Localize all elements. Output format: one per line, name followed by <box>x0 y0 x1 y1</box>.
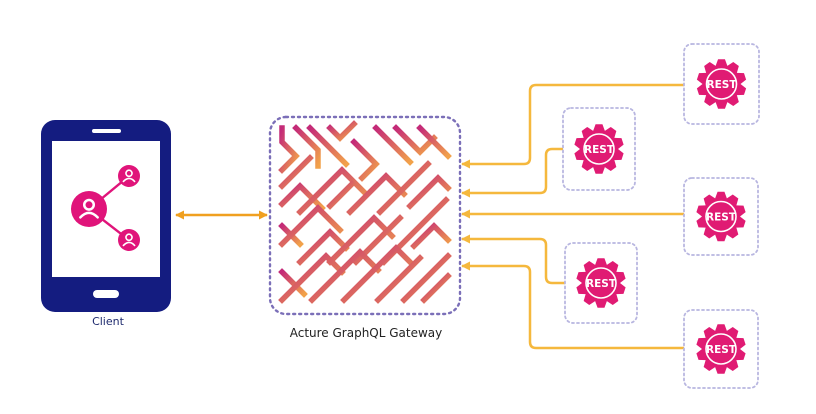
rest-label: REST <box>706 211 737 223</box>
maze-line <box>296 228 350 266</box>
maze-line <box>374 254 424 304</box>
maze-line <box>278 252 346 304</box>
maze-line <box>292 124 321 169</box>
maze-line <box>400 252 452 304</box>
maze-line <box>340 244 416 304</box>
maze-line <box>410 222 452 250</box>
rest-label: REST <box>706 344 737 356</box>
maze-line <box>372 124 414 166</box>
maze-line <box>392 124 438 156</box>
gateway-label: Acture GraphQL Gateway <box>289 326 443 340</box>
connectors <box>461 83 684 350</box>
connector-line <box>461 234 565 285</box>
gear-hub <box>705 68 738 100</box>
rest-service-5: REST <box>683 309 759 389</box>
rest-services: REST REST REST REST REST <box>562 43 760 389</box>
connector-line <box>461 261 684 350</box>
maze-line <box>278 268 308 298</box>
gear-hub <box>583 133 615 165</box>
rest-label: REST <box>707 79 738 91</box>
rest-label: REST <box>586 278 617 290</box>
maze-line <box>346 172 408 216</box>
phone-home-button <box>93 290 119 298</box>
gear-hub <box>585 267 617 299</box>
maze-line <box>308 248 382 304</box>
gateway-border <box>268 115 462 316</box>
maze-line <box>306 124 350 168</box>
maze-line <box>326 120 358 142</box>
connector-line <box>461 147 563 198</box>
rest-service-4: REST <box>564 242 638 324</box>
phone-speaker <box>92 129 121 133</box>
gear-hub <box>705 200 737 233</box>
maze-line <box>406 174 452 210</box>
rest-service-1: REST <box>683 43 760 125</box>
maze-line <box>278 154 314 190</box>
client-label: Client <box>92 315 124 328</box>
client-device <box>41 120 171 312</box>
maze-line <box>326 180 356 210</box>
rest-service-2: REST <box>562 107 636 191</box>
connector-line <box>461 83 684 169</box>
rest-label: REST <box>584 144 615 156</box>
maze-line <box>278 204 344 248</box>
rest-service-3: REST <box>683 177 759 256</box>
maze-icon <box>278 120 452 304</box>
maze-line <box>296 166 368 216</box>
maze-line <box>278 125 300 174</box>
gear-hub <box>705 333 737 365</box>
maze-line <box>376 160 432 216</box>
gateway <box>268 115 462 316</box>
maze-line <box>420 272 452 304</box>
maze-line <box>350 138 380 182</box>
